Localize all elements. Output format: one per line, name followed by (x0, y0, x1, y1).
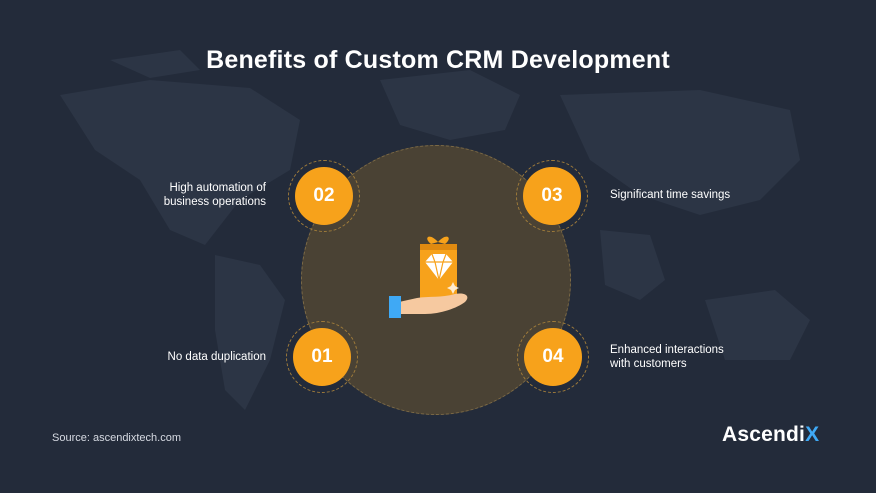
benefit-label-03: Significant time savings (610, 189, 731, 201)
badge-02: 02 (295, 167, 353, 225)
badge-ring-01 (286, 321, 358, 393)
benefit-label-01: No data duplication (167, 351, 266, 363)
badge-ring-03 (516, 160, 588, 232)
benefit-label-02: High automation of business operations (118, 181, 266, 209)
benefit-label-02-line1: High automation of (169, 182, 266, 194)
gift-diamond-hand-icon (389, 236, 468, 318)
benefit-label-02-line2: business operations (163, 196, 266, 208)
badge-ring-04 (517, 321, 589, 393)
badge-03: 03 (523, 167, 581, 225)
benefit-label-04: Enhanced interactions with customers (610, 343, 810, 371)
benefit-label-04-line2: with customers (610, 358, 687, 370)
badge-01: 01 (293, 328, 351, 386)
source-note: Source: ascendixtech.com (52, 432, 182, 444)
ascendix-logo: AscendiX (722, 423, 819, 447)
badge-04: 04 (524, 328, 582, 386)
logo-main: Ascendi (722, 423, 806, 446)
page-title: Benefits of Custom CRM Development (206, 46, 670, 74)
logo-accent: X (805, 423, 820, 446)
badge-ring-02 (288, 160, 360, 232)
benefit-label-04-line1: Enhanced interactions (610, 344, 724, 356)
